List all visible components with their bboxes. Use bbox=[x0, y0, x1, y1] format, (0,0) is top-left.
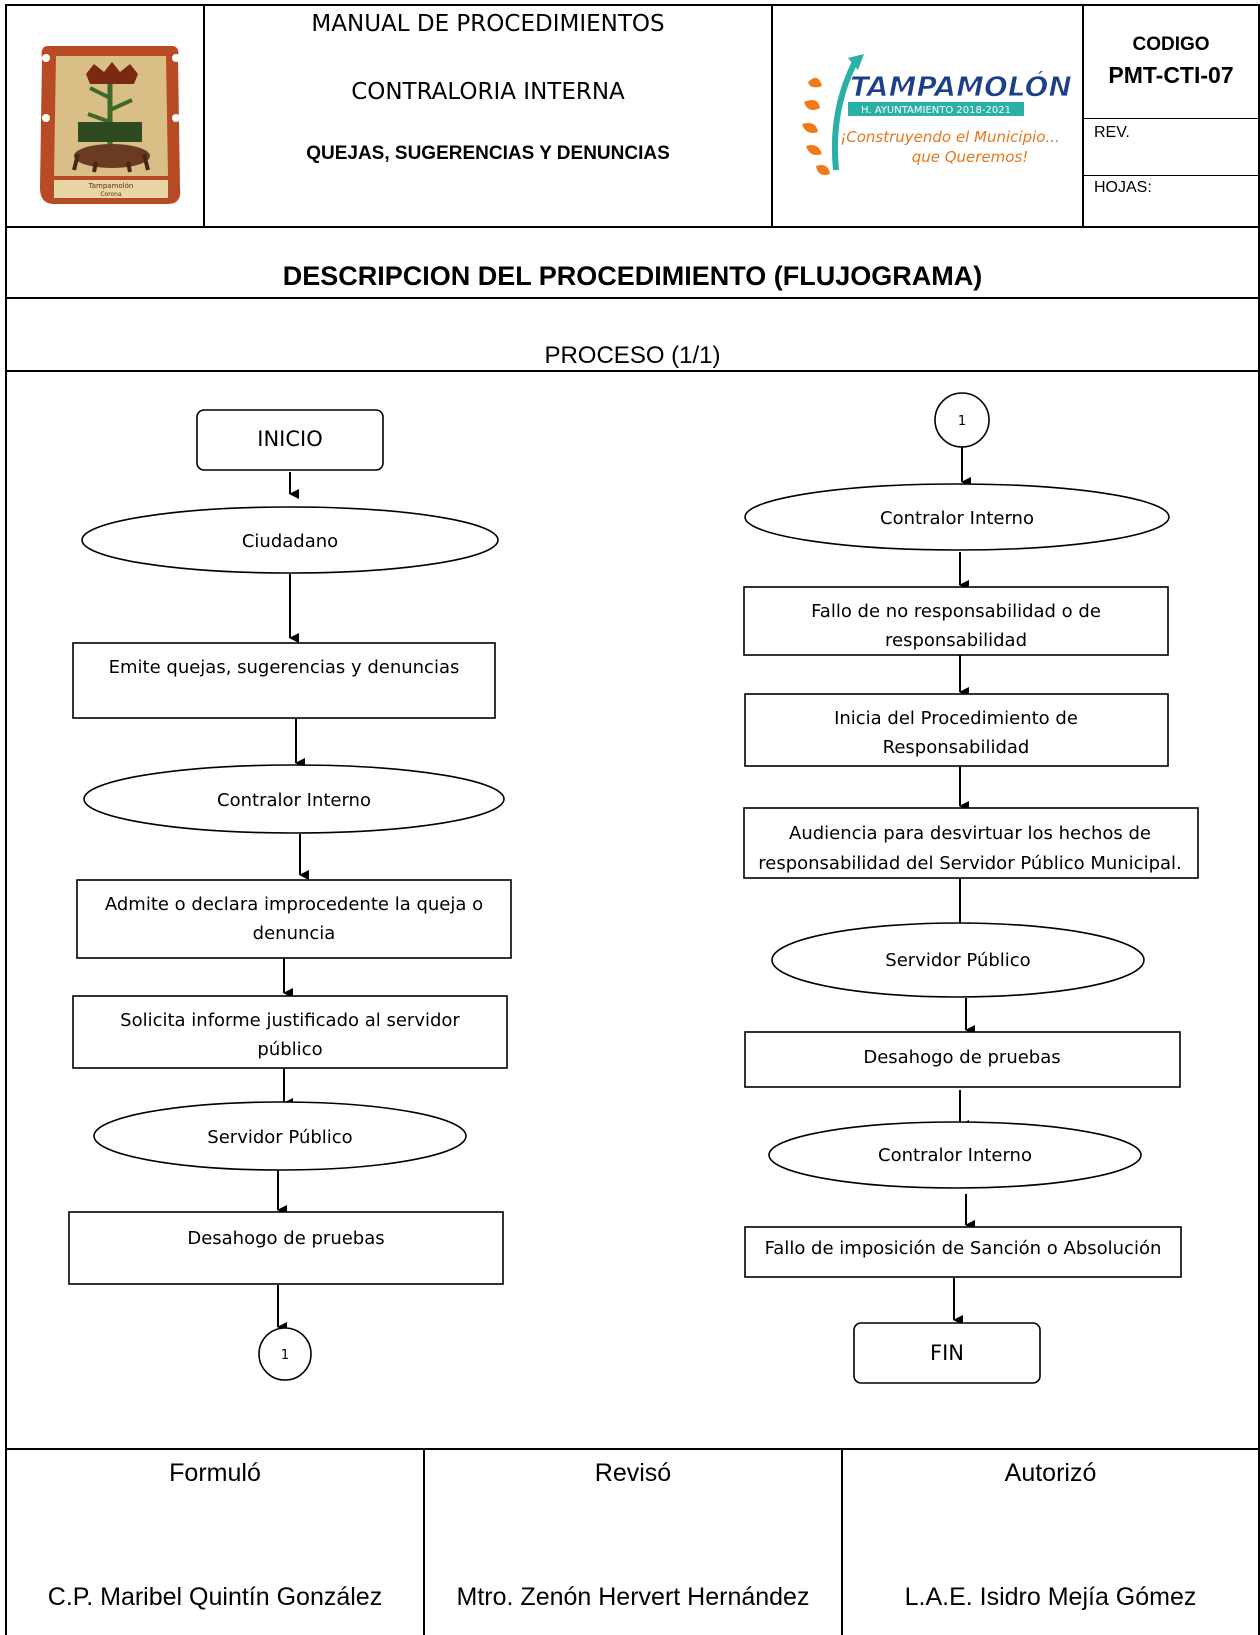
actor-ellipse bbox=[83, 764, 505, 834]
end-terminal bbox=[853, 1322, 1041, 1384]
sheets-label: HOJAS: bbox=[1094, 179, 1152, 196]
process-box bbox=[743, 586, 1169, 656]
seal-caption-1: Tampamolón bbox=[88, 182, 134, 190]
actor-ellipse bbox=[81, 506, 499, 574]
logo-name: TAMPAMOLÓN bbox=[850, 69, 1072, 103]
rev-label: REV. bbox=[1094, 124, 1130, 141]
step-label: Inicia del Procedimiento de bbox=[834, 708, 1078, 729]
step-label: Emite quejas, sugerencias y denuncias bbox=[109, 657, 460, 678]
process-box bbox=[72, 995, 508, 1069]
procedure-name: QUEJAS, SUGERENCIAS Y DENUNCIAS bbox=[306, 143, 670, 164]
process-label: PROCESO (1/1) bbox=[544, 342, 721, 369]
actor-label: Servidor Público bbox=[885, 950, 1030, 971]
connector-label: 1 bbox=[281, 1348, 289, 1363]
start-terminal bbox=[196, 409, 384, 471]
step-label: Admite o declara improcedente la queja o bbox=[105, 894, 483, 915]
actor-label: Contralor Interno bbox=[880, 508, 1034, 529]
end-label: FIN bbox=[930, 1341, 964, 1365]
seal-caption-2: Corona bbox=[100, 191, 122, 198]
formulo-name: C.P. Maribel Quintín González bbox=[47, 1582, 383, 1611]
department-name: CONTRALORIA INTERNA bbox=[351, 79, 625, 105]
step-label: Desahogo de pruebas bbox=[187, 1228, 384, 1249]
step-label: Audiencia para desvirtuar los hechos de bbox=[789, 823, 1151, 844]
code-value: PMT-CTI-07 bbox=[1108, 61, 1234, 88]
process-box bbox=[72, 642, 496, 719]
step-label: responsabilidad del Servidor Público Mun… bbox=[758, 853, 1182, 874]
section-title: DESCRIPCION DEL PROCEDIMIENTO (FLUJOGRAM… bbox=[282, 260, 983, 291]
actor-ellipse bbox=[771, 922, 1145, 998]
formulo-label: Formuló bbox=[169, 1458, 261, 1487]
actor-ellipse bbox=[744, 483, 1170, 551]
connector-label: 1 bbox=[958, 414, 966, 429]
reviso-label: Revisó bbox=[594, 1458, 672, 1487]
actor-label: Ciudadano bbox=[242, 531, 338, 552]
process-box bbox=[743, 807, 1199, 879]
offpage-connector bbox=[258, 1327, 312, 1381]
step-label: Fallo de no responsabilidad o de bbox=[811, 601, 1101, 622]
step-label: denuncia bbox=[253, 923, 336, 944]
actor-label: Servidor Público bbox=[207, 1127, 352, 1148]
flowchart: INICIO Ciudadano Emite quejas, sugerenci… bbox=[68, 392, 1199, 1384]
step-label: Solicita informe justificado al servidor bbox=[120, 1010, 460, 1031]
logo-subtitle: H. AYUNTAMIENTO 2018-2021 bbox=[861, 105, 1011, 116]
actor-label: Contralor Interno bbox=[878, 1145, 1032, 1166]
autorizo-label: Autorizó bbox=[1004, 1458, 1097, 1487]
process-box bbox=[744, 1031, 1181, 1088]
municipal-seal-logo: Tampamolón Corona bbox=[38, 38, 184, 210]
actor-ellipse bbox=[93, 1101, 467, 1171]
process-box bbox=[744, 1226, 1182, 1278]
process-box bbox=[68, 1211, 504, 1285]
actor-label: Contralor Interno bbox=[217, 790, 371, 811]
step-label: Responsabilidad bbox=[883, 737, 1030, 758]
logo-slogan-1: ¡Construyendo el Municipio... bbox=[840, 128, 1060, 146]
manual-title: MANUAL DE PROCEDIMIENTOS bbox=[311, 11, 665, 37]
step-label: Desahogo de pruebas bbox=[863, 1047, 1060, 1068]
logo-slogan-2: que Queremos! bbox=[912, 148, 1029, 166]
process-box bbox=[76, 879, 512, 959]
step-label: Fallo de imposición de Sanción o Absoluc… bbox=[765, 1238, 1162, 1259]
autorizo-name: L.A.E. Isidro Mejía Gómez bbox=[904, 1582, 1197, 1611]
ayuntamiento-logo: TAMPAMOLÓN H. AYUNTAMIENTO 2018-2021 ¡Co… bbox=[800, 50, 1080, 190]
step-label: público bbox=[257, 1039, 322, 1060]
start-label: INICIO bbox=[257, 427, 322, 451]
step-label: responsabilidad bbox=[885, 630, 1027, 651]
reviso-name: Mtro. Zenón Hervert Hernández bbox=[456, 1582, 810, 1611]
actor-ellipse bbox=[768, 1121, 1142, 1189]
code-label: CODIGO bbox=[1132, 34, 1210, 55]
offpage-connector bbox=[934, 392, 990, 448]
process-box bbox=[744, 693, 1169, 767]
